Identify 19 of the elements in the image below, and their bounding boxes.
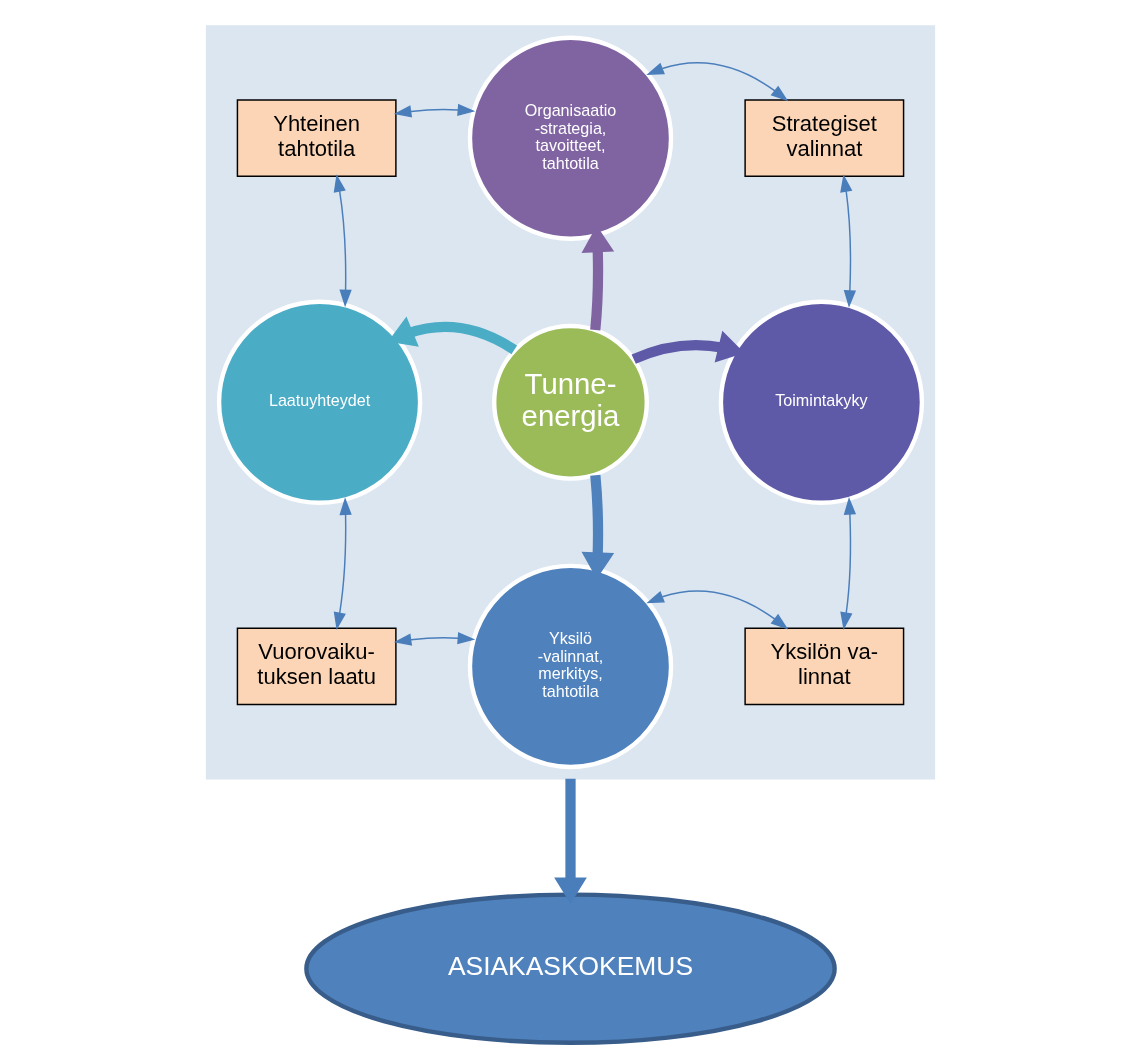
node-box: Strategiset valinnat (744, 99, 905, 178)
node-circle: Toimintakyky (718, 299, 925, 505)
arrow (333, 497, 352, 630)
cluster (205, 25, 936, 780)
arrow (393, 632, 476, 646)
node-circle: Organisaatio -strategia, tavoitteet, tahtotila (467, 35, 674, 241)
node-box: Yhteinen tahtotila (236, 99, 397, 178)
arrow (393, 103, 476, 118)
node-circle: Tunne- energia (492, 323, 649, 481)
node-ellipse: ASIAKASKOKEMUS (304, 892, 837, 1045)
arrow (646, 62, 789, 102)
arrow (840, 496, 857, 630)
node-box: Yksilön va- linnat (744, 627, 905, 706)
node-circle: Laatuyhteydet (216, 299, 423, 505)
node-box: Vuorovaiku- tuksen laatu (236, 627, 397, 706)
node-circle: Yksilö -valinnat, merkitys, tahtotila (467, 563, 674, 770)
arrow (840, 174, 857, 308)
arrow (333, 174, 352, 308)
arrow (646, 590, 789, 630)
